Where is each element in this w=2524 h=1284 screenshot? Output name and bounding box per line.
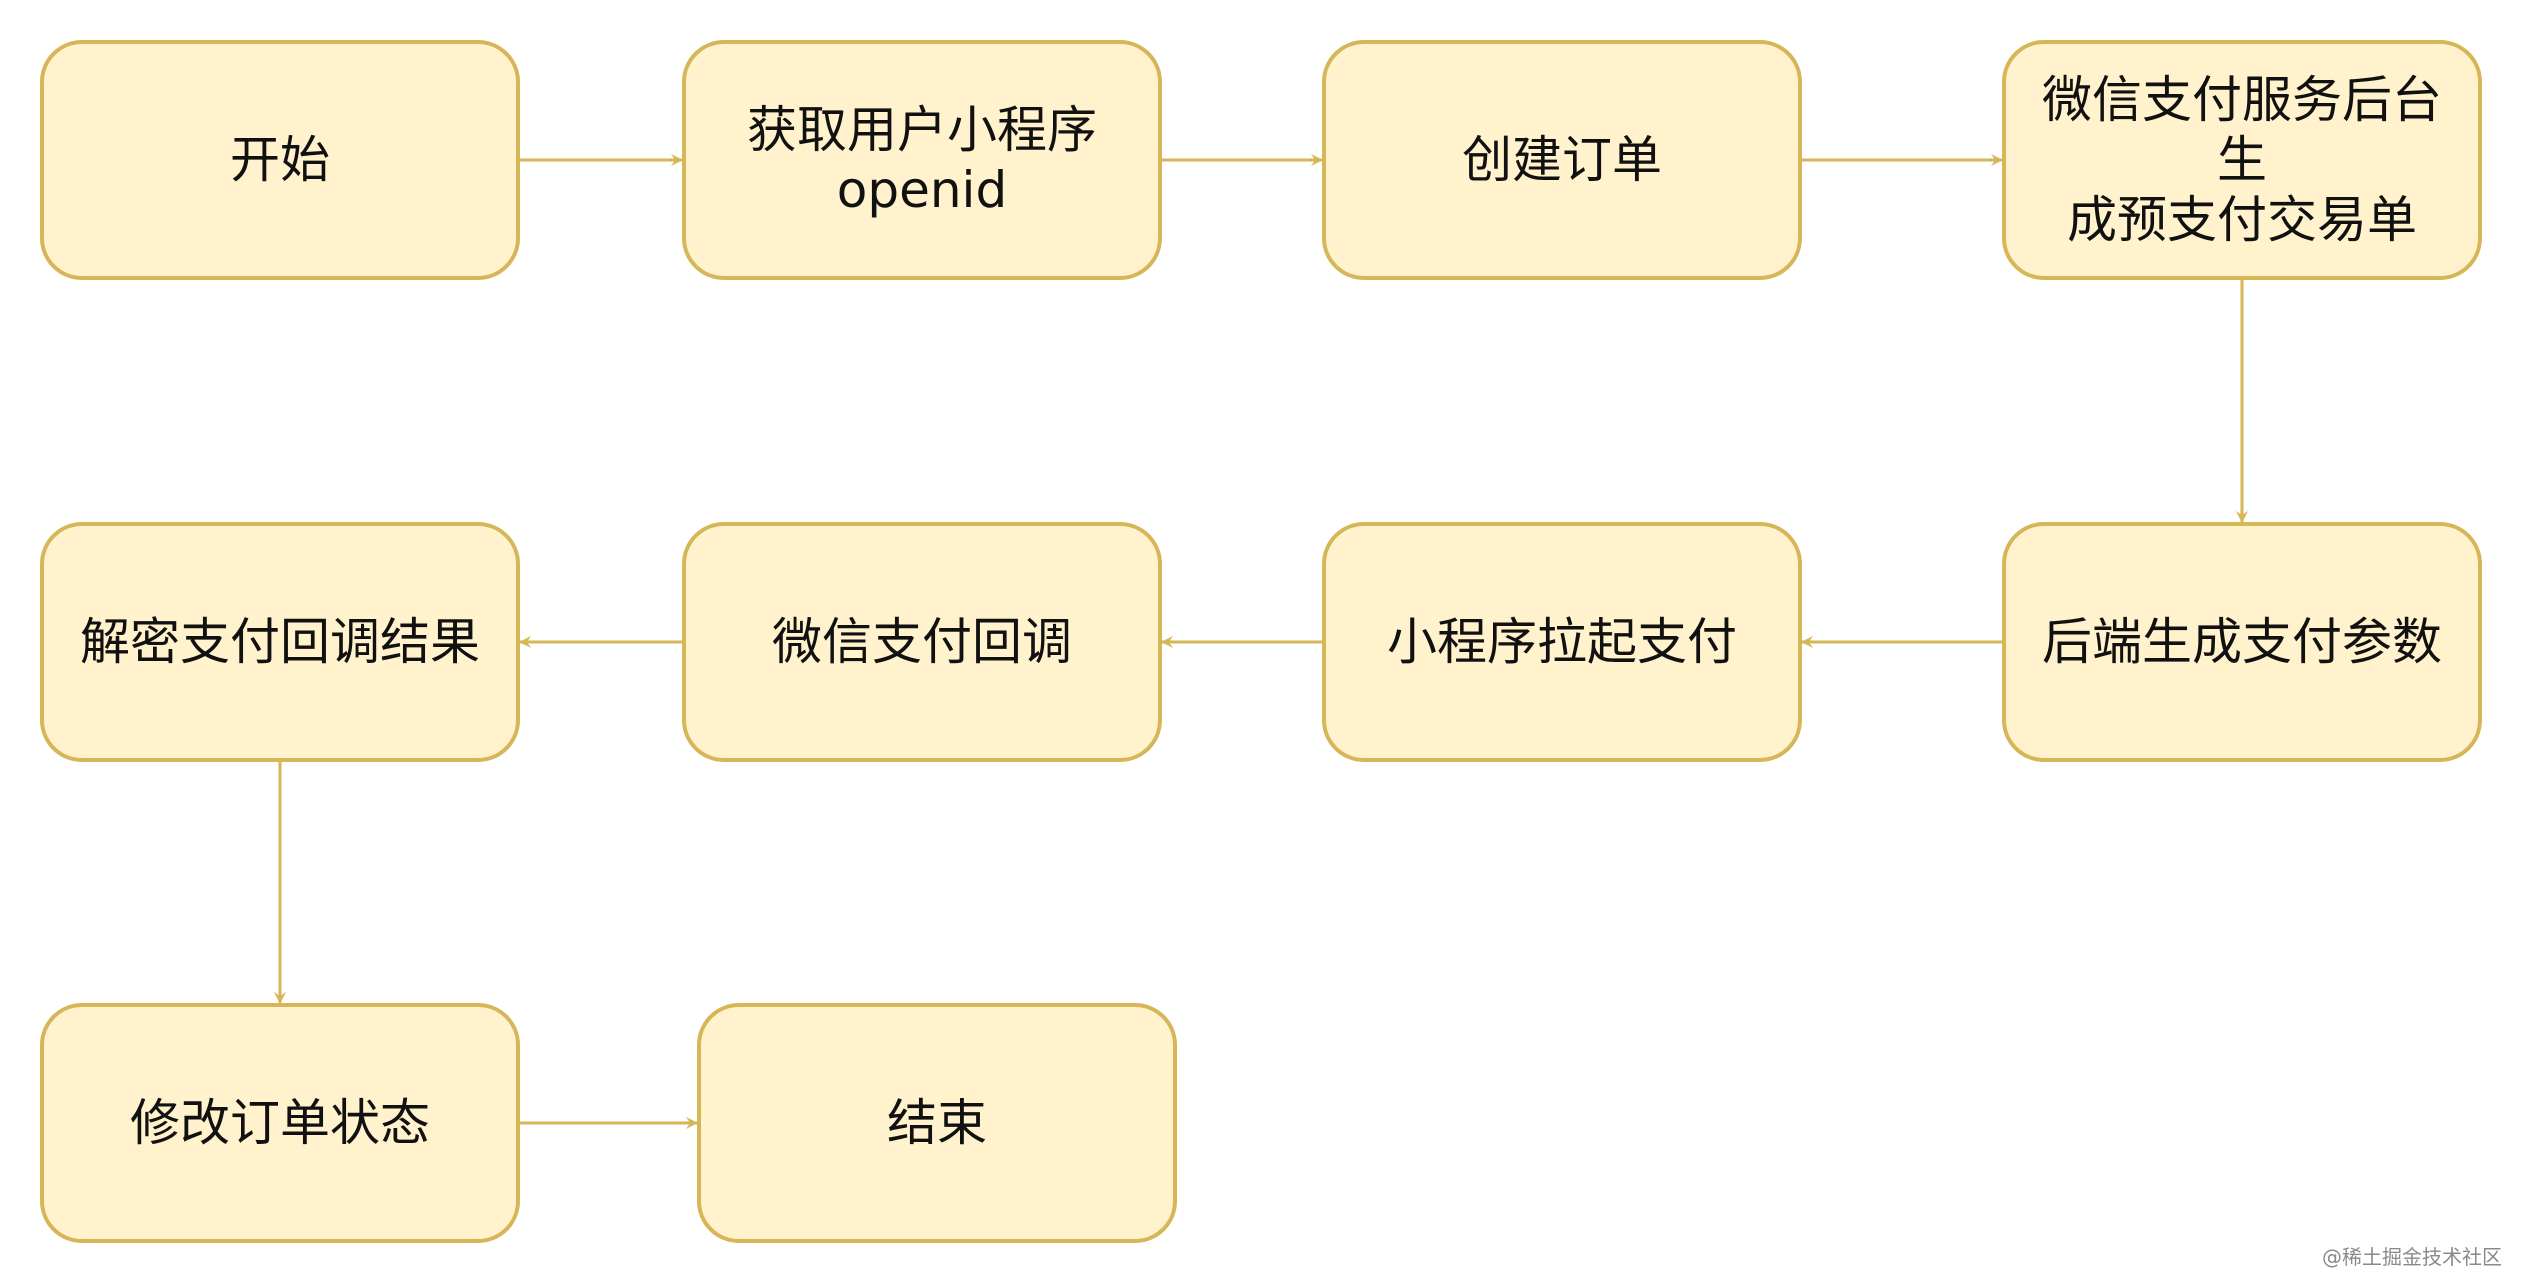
node-start: 开始 [40, 40, 520, 280]
node-callback: 微信支付回调 [682, 522, 1162, 762]
node-start-label: 开始 [230, 131, 330, 189]
node-update-status: 修改订单状态 [40, 1003, 520, 1243]
node-decrypt: 解密支付回调结果 [40, 522, 520, 762]
node-callback-label: 微信支付回调 [772, 613, 1072, 671]
node-get-openid-label: 获取用户小程序 openid [747, 101, 1097, 219]
node-prepay-label: 微信支付服务后台生 成预支付交易单 [2042, 71, 2442, 249]
node-end-label: 结束 [887, 1094, 987, 1152]
node-gen-params-label: 后端生成支付参数 [2042, 613, 2442, 671]
node-get-openid: 获取用户小程序 openid [682, 40, 1162, 280]
node-create-order: 创建订单 [1322, 40, 1802, 280]
node-decrypt-label: 解密支付回调结果 [80, 613, 480, 671]
node-prepay: 微信支付服务后台生 成预支付交易单 [2002, 40, 2482, 280]
node-invoke-pay: 小程序拉起支付 [1322, 522, 1802, 762]
node-invoke-pay-label: 小程序拉起支付 [1387, 613, 1737, 671]
node-gen-params: 后端生成支付参数 [2002, 522, 2482, 762]
node-update-status-label: 修改订单状态 [130, 1094, 430, 1152]
watermark: @稀土掘金技术社区 [2322, 1245, 2502, 1269]
node-create-order-label: 创建订单 [1462, 131, 1662, 189]
node-end: 结束 [697, 1003, 1177, 1243]
